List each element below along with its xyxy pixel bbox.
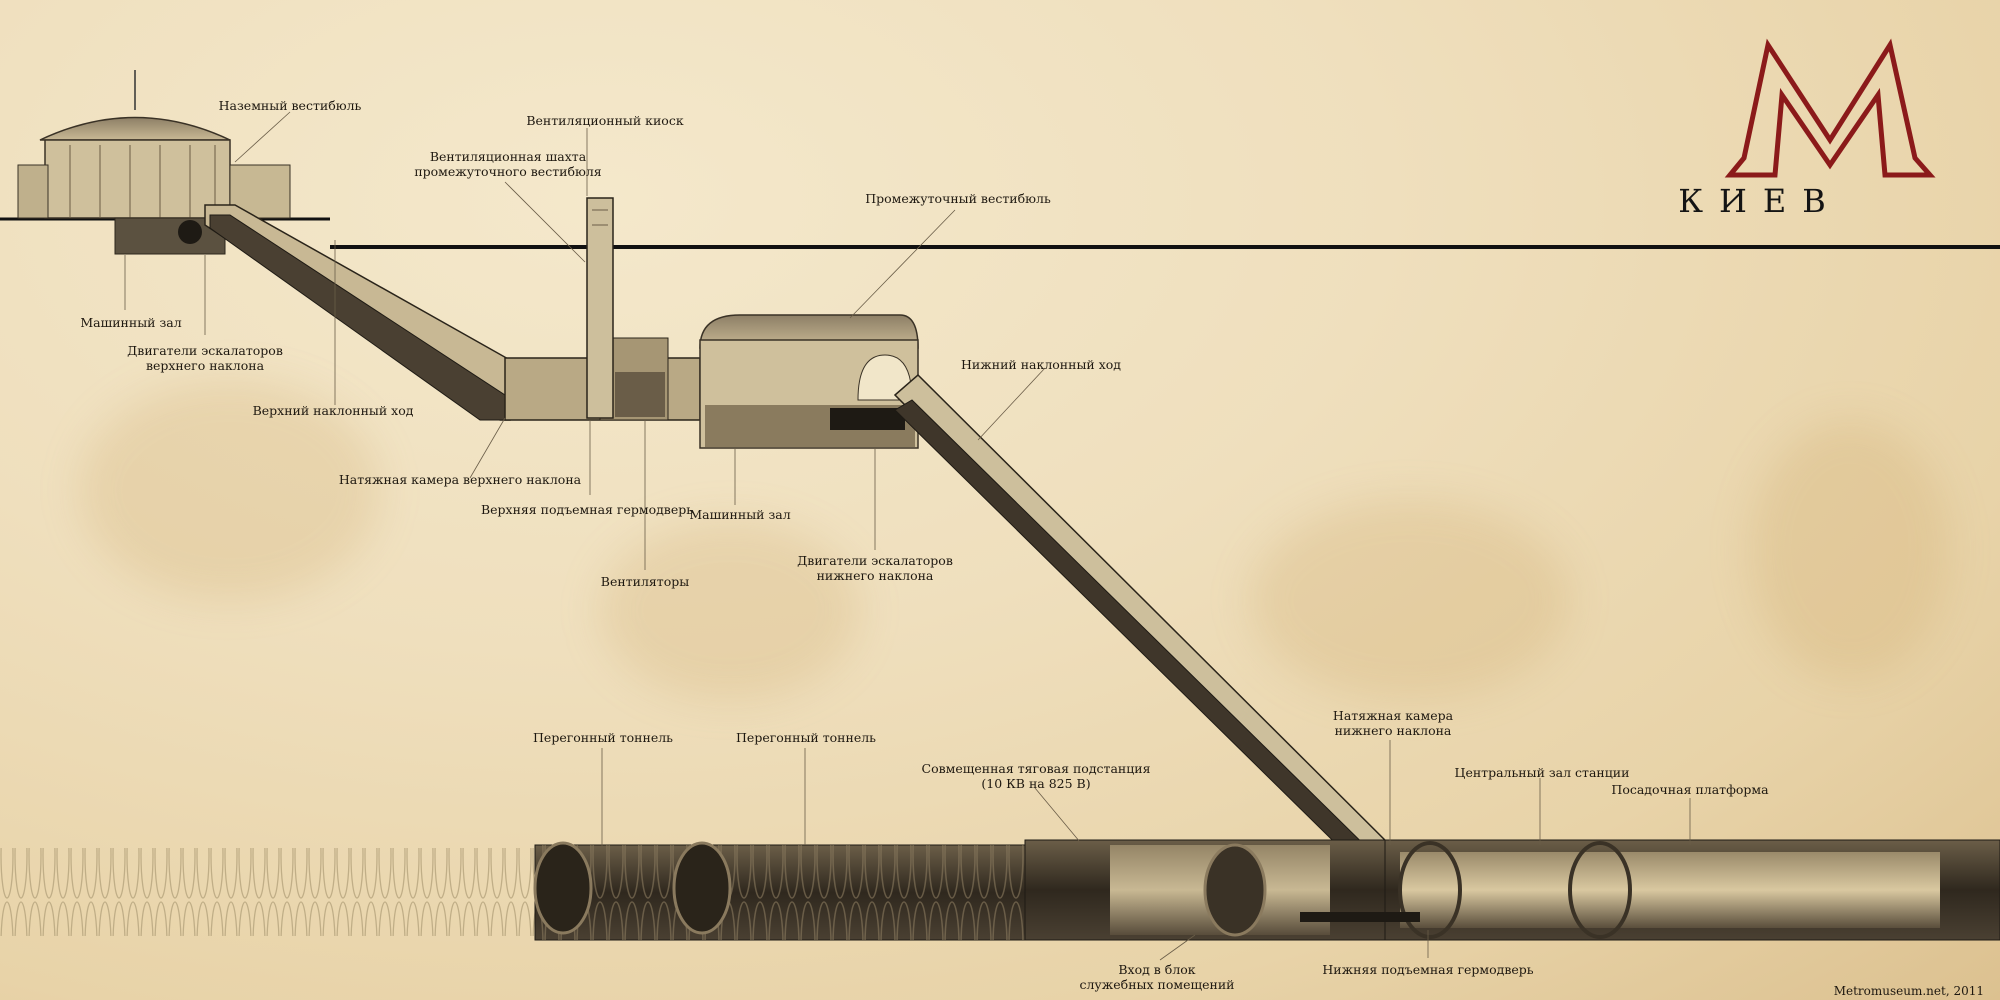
label-central-hall: Центральный зал станции — [1454, 765, 1630, 780]
label-ventilation-kiosk: Вентиляционный киоск — [526, 113, 684, 128]
label-ground-vestibule: Наземный вестибюль — [218, 98, 362, 113]
label-machine-hall-mid: Машинный зал — [689, 507, 791, 522]
label-machine-hall-upper: Машинный зал — [80, 315, 182, 330]
city-name: КИЕВ — [1678, 182, 1842, 220]
ventilation-kiosk — [586, 197, 614, 419]
intermediate-vestibule-hall — [699, 314, 919, 449]
station-tunnels — [0, 839, 2000, 941]
upper-escalator-incline — [204, 204, 511, 421]
label-upper-blast-door: Верхняя подъемная гермодверь — [480, 502, 694, 517]
label-lower-incline: Нижний наклонный ход — [961, 357, 1121, 372]
metro-m-logo — [1724, 38, 1936, 178]
label-traction-substation: Совмещенная тяговая подстанция(10 КВ на … — [921, 761, 1151, 791]
label-upper-tension-chamber: Натяжная камера верхнего наклона — [338, 472, 582, 487]
label-boarding-platform: Посадочная платформа — [1611, 782, 1769, 797]
label-running-tunnel-2: Перегонный тоннель — [736, 730, 876, 745]
credit-text: Metromuseum.net, 2011 — [1833, 984, 1984, 998]
ground-vestibule-building — [17, 70, 291, 255]
leader-lines — [124, 111, 1691, 961]
label-running-tunnel-1: Перегонный тоннель — [533, 730, 673, 745]
label-upper-incline: Верхний наклонный ход — [252, 403, 414, 418]
label-intermediate-vestibule: Промежуточный вестибюль — [865, 191, 1051, 206]
label-lower-blast-door: Нижняя подъемная гермодверь — [1322, 962, 1534, 977]
lower-escalator-incline — [893, 373, 1412, 886]
label-fans: Вентиляторы — [600, 574, 690, 589]
